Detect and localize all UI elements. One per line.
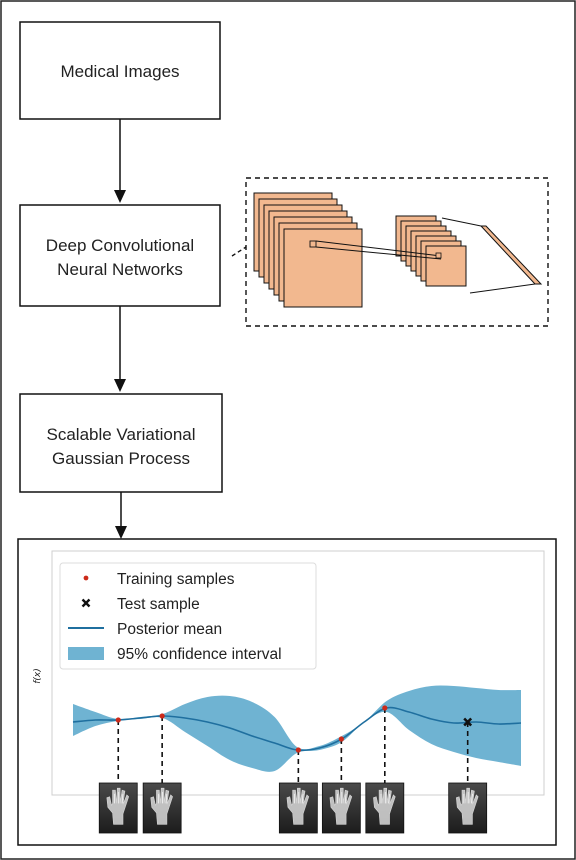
gp-chart (72, 685, 522, 783)
xray-thumbnail (142, 782, 182, 834)
svgp-box: Scalable Variational Gaussian Process (19, 393, 223, 493)
xray-thumbnail (98, 782, 138, 834)
test-sample-marker (463, 717, 473, 727)
xray-thumbnail (321, 782, 361, 834)
cnn-connector (231, 246, 247, 257)
svgp-label-line1: Scalable Variational (47, 425, 196, 444)
legend-training-label: Training samples (117, 571, 235, 588)
training-sample-point (295, 747, 301, 753)
medical-images-label: Medical Images (60, 62, 179, 81)
fully-connected-layer (441, 217, 543, 294)
y-axis-label: f(x) (33, 668, 43, 684)
training-sample-point (338, 736, 344, 742)
receptive-field (309, 240, 442, 260)
legend-band-swatch (68, 647, 104, 660)
test-xray-thumbnail (448, 782, 488, 834)
feature-map (283, 228, 363, 308)
legend-test-marker (81, 598, 91, 608)
cnn-illustration (231, 177, 549, 327)
arrow-1 (114, 119, 126, 203)
confidence-band (73, 685, 521, 772)
training-sample-point (159, 713, 165, 719)
legend: Training samples Test sample Posterior m… (59, 562, 317, 670)
cnn-label-line1: Deep Convolutional (46, 236, 194, 255)
legend-mean-label: Posterior mean (117, 621, 222, 638)
legend-box (59, 562, 317, 670)
gp-panel: f(x) Training samples Test sample Poster… (17, 538, 557, 846)
cnn-label-line2: Neural Networks (57, 260, 183, 279)
arrow-2 (114, 306, 126, 392)
feature-map (425, 245, 467, 287)
xray-thumbnail (278, 782, 318, 834)
arrow-3 (115, 492, 127, 539)
legend-band-label: 95% confidence interval (117, 646, 282, 663)
training-sample-point (382, 705, 388, 711)
legend-test-label: Test sample (117, 596, 200, 613)
svgp-label-line2: Gaussian Process (52, 449, 190, 468)
xray-thumbnails (98, 782, 488, 834)
feature-map-stack-2 (395, 215, 467, 287)
cnn-box: Deep Convolutional Neural Networks (19, 204, 221, 307)
xray-thumbnail (365, 782, 405, 834)
medical-images-box: Medical Images (19, 21, 221, 120)
training-sample-point (115, 717, 121, 723)
legend-training-marker (83, 575, 89, 581)
